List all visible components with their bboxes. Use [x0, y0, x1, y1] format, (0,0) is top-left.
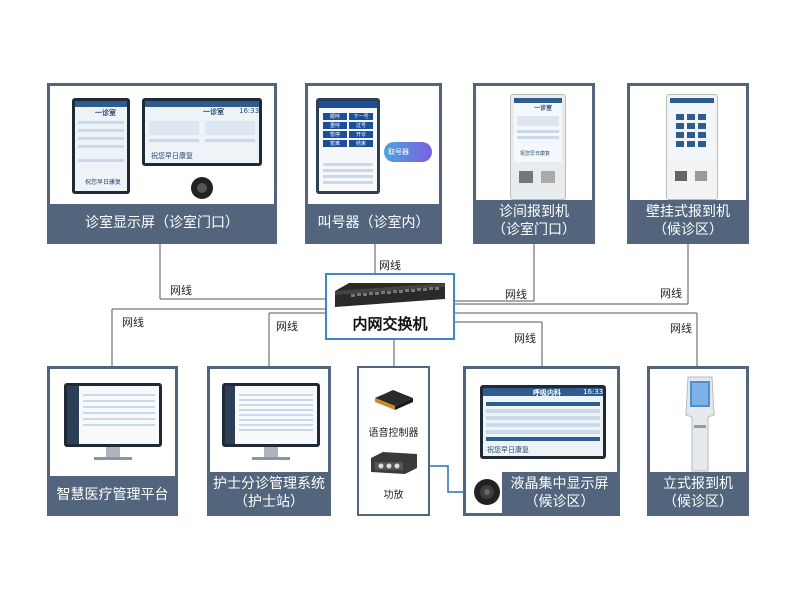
voice-controller-icon [375, 390, 413, 410]
caller-image: 顺呼 下一号 重呼 过号 暂停 开诊 暂离 结束 取号器 [308, 86, 439, 204]
wire-label: 网线 [122, 316, 144, 329]
wire-label: 网线 [505, 288, 527, 301]
portrait-screen-icon: 一诊室 祝您早日康复 [72, 98, 130, 194]
wire-label: 网线 [276, 320, 298, 333]
voice-controller-label: 语音控制器 [368, 428, 419, 439]
switch-icon [335, 283, 445, 307]
wire-label: 网线 [514, 332, 536, 345]
speaker-cable [430, 465, 470, 493]
lcd-display-image: 呼吸内科 16:33 祝您早日康复 [466, 369, 617, 479]
nurse-triage-caption: 护士分诊管理系统 （护士站） [210, 472, 328, 513]
nurse-triage-image [210, 369, 328, 479]
standing-checkin-image [650, 369, 746, 479]
wire-label: 网线 [670, 322, 692, 335]
caller-caption: 叫号器（诊室内） [308, 204, 439, 241]
consult-checkin-caption: 诊间报到机 （诊室门口） [476, 200, 592, 241]
switch-label: 内网交换机 [352, 315, 428, 333]
caller-bubble: 取号器 [384, 142, 432, 162]
kiosk-icon: 一诊室 祝您早日康复 [510, 94, 566, 200]
smart-medical-caption: 智慧医疗管理平台 [50, 476, 175, 513]
wall-checkin-image [630, 86, 746, 204]
speaker-icon [474, 479, 500, 505]
clinic-display-image: 一诊室 祝您早日康复 一诊室 16:33 祝您早日康复 [50, 86, 274, 204]
device-consult-checkin: 一诊室 祝您早日康复 诊间报到机 （诊室门口） [473, 83, 595, 244]
wire-label: 网线 [660, 287, 682, 300]
device-caller: 顺呼 下一号 重呼 过号 暂停 开诊 暂离 结束 取号器 叫号器（诊室内） [305, 83, 442, 244]
speaker-icon [191, 177, 213, 199]
wall-checkin-caption: 壁挂式报到机 （候诊区） [630, 200, 746, 241]
wire-label: 网线 [170, 284, 192, 297]
standing-checkin-caption: 立式报到机 （候诊区） [650, 472, 746, 513]
device-nurse-triage: 护士分诊管理系统 （护士站） [207, 366, 331, 516]
lcd-display-caption: 液晶集中显示屏 （候诊区） [502, 472, 617, 513]
caller-screen-icon: 顺呼 下一号 重呼 过号 暂停 开诊 暂离 结束 [316, 98, 380, 194]
device-clinic-display: 一诊室 祝您早日康复 一诊室 16:33 祝您早日康复 [47, 83, 277, 244]
device-wall-checkin: 壁挂式报到机 （候诊区） [627, 83, 749, 244]
monitor-icon [222, 383, 320, 447]
device-lcd-display: 呼吸内科 16:33 祝您早日康复 液晶集中显示屏 （候诊区） [463, 366, 620, 516]
kiosk-icon [666, 94, 718, 200]
wire-label: 网线 [379, 259, 401, 272]
landscape-screen-icon: 一诊室 16:33 祝您早日康复 [142, 98, 262, 166]
lcd-screen-icon: 呼吸内科 16:33 祝您早日康复 [480, 385, 606, 459]
amplifier-icon [371, 452, 417, 474]
consult-checkin-image: 一诊室 祝您早日康复 [476, 86, 592, 204]
amplifier-label: 功放 [383, 490, 404, 501]
network-switch: 内网交换机 [325, 273, 455, 340]
smart-medical-image [50, 369, 175, 479]
device-audio: 语音控制器 功放 [357, 366, 430, 516]
device-smart-medical: 智慧医疗管理平台 [47, 366, 178, 516]
device-standing-checkin: 立式报到机 （候诊区） [647, 366, 749, 516]
kiosk-icon [685, 376, 715, 472]
monitor-icon [64, 383, 162, 447]
clinic-display-caption: 诊室显示屏（诊室门口） [50, 204, 274, 241]
